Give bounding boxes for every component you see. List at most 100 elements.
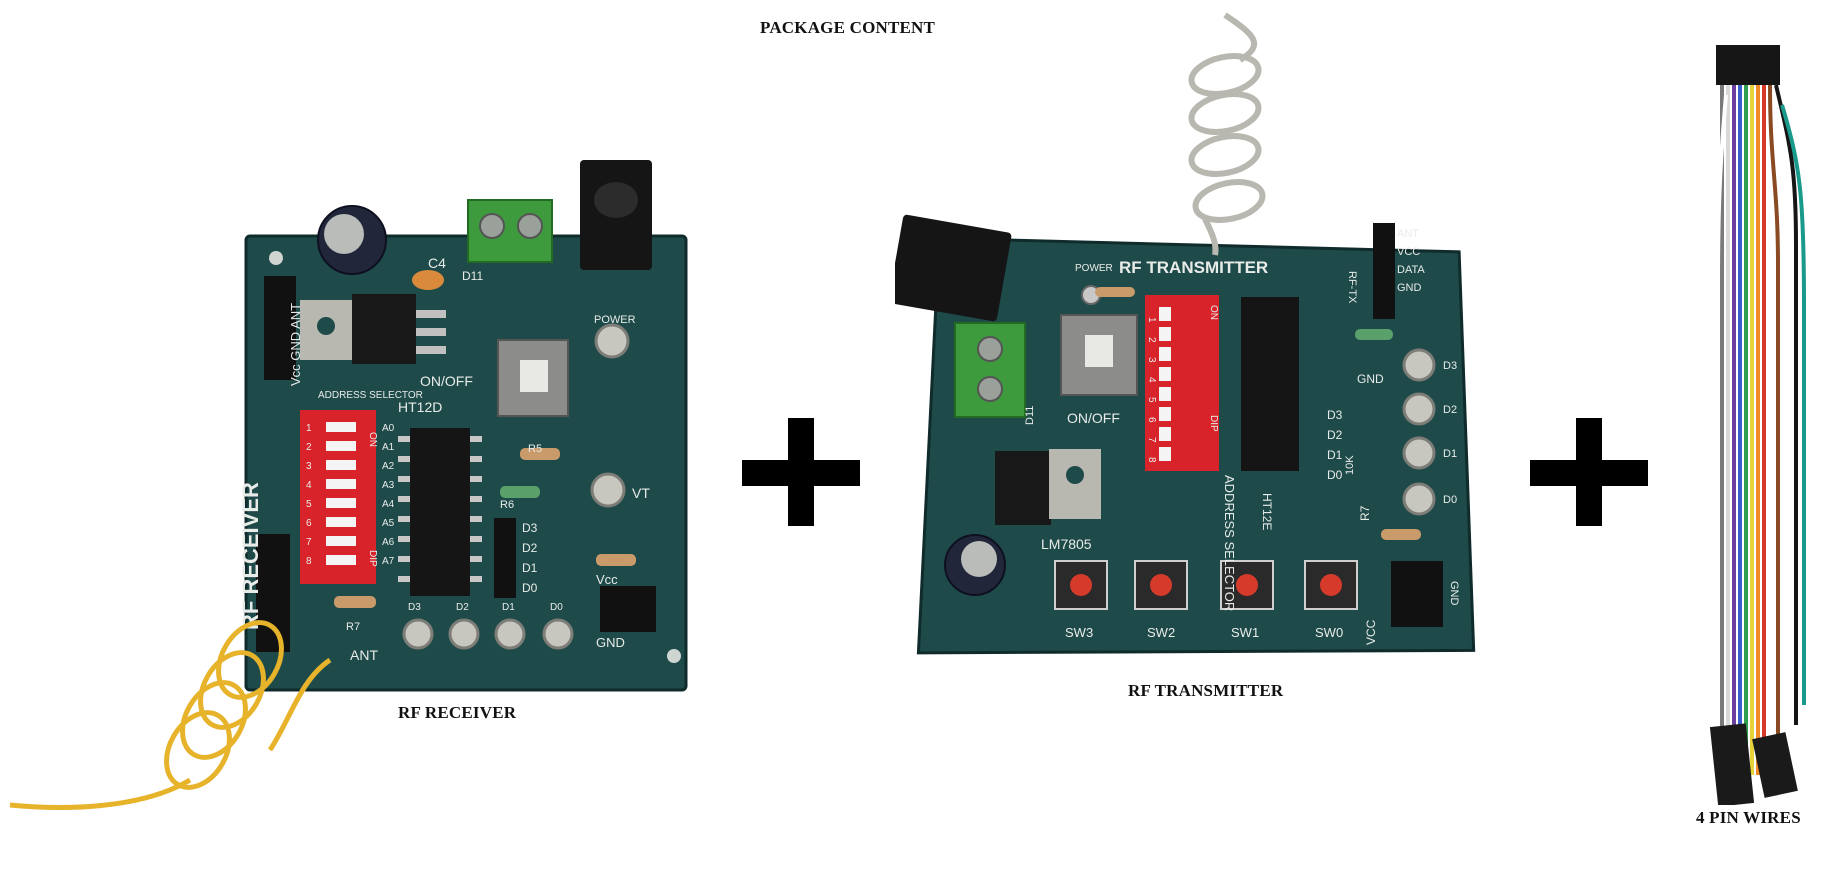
svg-text:SW1: SW1 (1231, 625, 1259, 640)
rx-silk-vcc: Vcc (596, 572, 618, 587)
svg-text:4: 4 (306, 480, 312, 491)
rx-silk-vt: VT (632, 485, 650, 501)
page-title: PACKAGE CONTENT (760, 18, 936, 37)
tx-silk-gnd: GND (1357, 372, 1384, 386)
tx-silk-r7: R7 (1358, 505, 1372, 521)
ht12e-chip (1241, 297, 1299, 471)
rf-transmitter-board-photo: RF TRANSMITTER POWER ON/OFF ADDRESS SELE… (895, 12, 1476, 655)
tx-silk-rf-tx: RF-TX (1346, 271, 1358, 304)
tx-silk-dip-numbers: 1 2 3 4 5 6 7 8 (1146, 317, 1157, 463)
rx-silk-r5: R5 (528, 443, 542, 455)
rx-silk-dip-numbers: 1 2 3 4 5 6 7 8 (306, 423, 312, 567)
rx-silk-led-labels: D3 D2 D1 D0 (408, 602, 563, 613)
tx-silk-regulator: LM7805 (1041, 536, 1092, 552)
svg-text:A6: A6 (382, 537, 395, 548)
tx-silk-on-off: ON/OFF (1067, 410, 1120, 426)
svg-text:D1: D1 (522, 561, 538, 575)
rx-silk-dip-dip: DIP (367, 550, 378, 567)
rx-silk-chip: HT12D (398, 399, 442, 415)
antenna-header (264, 276, 296, 380)
svg-text:D0: D0 (522, 581, 538, 595)
svg-text:D1: D1 (1443, 448, 1457, 460)
svg-text:DATA: DATA (1397, 264, 1425, 276)
svg-text:8: 8 (306, 556, 312, 567)
svg-text:3: 3 (1146, 357, 1157, 363)
svg-text:2: 2 (306, 442, 312, 453)
svg-text:D0: D0 (1443, 494, 1457, 506)
svg-text:A2: A2 (382, 461, 395, 472)
tx-silk-dip-dip: DIP (1208, 415, 1219, 432)
rx-silk-header: Vcc GND ANT (288, 303, 303, 386)
receiver-antenna (9, 620, 332, 810)
svg-text:1: 1 (1146, 317, 1157, 323)
svg-text:A1: A1 (382, 442, 395, 453)
svg-text:6: 6 (1146, 417, 1157, 423)
rx-silk-ant: ANT (350, 647, 378, 663)
svg-text:GND: GND (1397, 282, 1422, 294)
rx-silk-gnd: GND (596, 635, 625, 650)
svg-text:D0: D0 (1327, 468, 1343, 482)
svg-text:5: 5 (306, 499, 312, 510)
tx-silk-power: POWER (1075, 263, 1113, 274)
svg-text:5: 5 (1146, 397, 1157, 403)
rx-silk-r7: R7 (346, 621, 360, 633)
svg-text:A4: A4 (382, 499, 395, 510)
rf-receiver-board-photo: Vcc GND ANT RF RECEIVER ADDRESS SELECTOR… (9, 160, 688, 810)
address-dip-switch (1145, 295, 1219, 471)
svg-text:ANT: ANT (1397, 228, 1419, 240)
svg-text:SW0: SW0 (1315, 625, 1343, 640)
svg-text:A0: A0 (382, 423, 395, 434)
svg-text:D3: D3 (1443, 360, 1457, 372)
rx-silk-board-name: RF RECEIVER (238, 482, 263, 630)
rf-transmitter-label: RF TRANSMITTER (1128, 681, 1284, 700)
svg-text:4: 4 (1146, 377, 1157, 383)
tx-silk-dip-on: ON (1208, 305, 1219, 320)
tx-silk-data-pins: D3 D2 D1 D0 (1327, 408, 1343, 482)
rx-silk-address-selector: ADDRESS SELECTOR (318, 390, 423, 401)
svg-text:A5: A5 (382, 518, 395, 529)
svg-text:7: 7 (1146, 437, 1157, 443)
svg-text:8: 8 (1146, 457, 1157, 463)
svg-text:3: 3 (306, 461, 312, 472)
svg-text:D2: D2 (522, 541, 538, 555)
svg-text:SW3: SW3 (1065, 625, 1093, 640)
tx-silk-d11: D11 (1024, 406, 1036, 425)
rf-receiver-label: RF RECEIVER (398, 703, 517, 722)
rx-silk-addr-pins: A0 A1 A2 A3 A4 A5 A6 A7 (382, 423, 395, 567)
svg-text:D2: D2 (1327, 428, 1343, 442)
tx-silk-vcc: VCC (1364, 619, 1378, 645)
svg-text:2: 2 (1146, 337, 1157, 343)
rx-silk-r6: R6 (500, 499, 514, 511)
rx-silk-on-off: ON/OFF (420, 373, 473, 389)
tx-silk-10k: 10K (1344, 455, 1356, 475)
svg-text:D1: D1 (1327, 448, 1343, 462)
svg-text:D2: D2 (456, 602, 469, 613)
svg-text:D0: D0 (550, 602, 563, 613)
on-off-switch (1060, 314, 1138, 396)
rx-silk-power: POWER (594, 314, 636, 326)
wire-bundle (1716, 84, 1806, 775)
svg-text:A7: A7 (382, 556, 395, 567)
wire-connectors-top (1716, 45, 1780, 85)
tx-silk-header-pins: ANT VCC DATA GND (1397, 228, 1425, 294)
svg-text:VCC: VCC (1397, 246, 1420, 258)
tx-silk-switch-labels: SW3 SW2 SW1 SW0 (1065, 625, 1343, 640)
dc-jack (895, 214, 1012, 322)
ht12d-chip (410, 428, 470, 596)
wire-connectors-bottom (1709, 723, 1755, 805)
svg-text:7: 7 (306, 537, 312, 548)
rx-silk-dip-on: ON (367, 432, 378, 447)
tactile-switches (1054, 560, 1358, 610)
4-pin-wires-label: 4 PIN WIRES (1696, 808, 1801, 827)
svg-text:1: 1 (306, 423, 312, 434)
svg-text:A3: A3 (382, 480, 395, 491)
plus-icon (1530, 418, 1648, 526)
rx-silk-data-pins: D3 D2 D1 D0 (522, 521, 538, 595)
svg-text:SW2: SW2 (1147, 625, 1175, 640)
tx-silk-chip: HT12E (1260, 493, 1274, 530)
tx-silk-board-name: RF TRANSMITTER (1119, 258, 1268, 277)
svg-text:D3: D3 (1327, 408, 1343, 422)
rx-silk-d11: D11 (462, 269, 483, 283)
tx-silk-gnd-2: GND (1448, 581, 1460, 606)
